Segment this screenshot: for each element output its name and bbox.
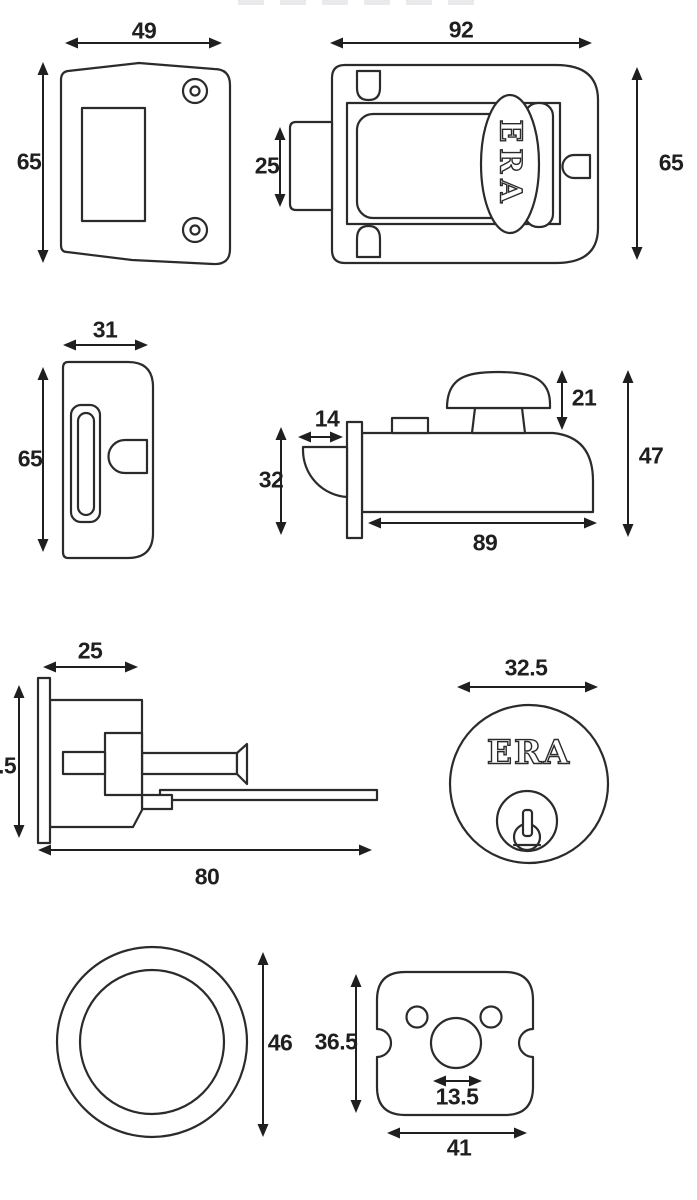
strike-opening bbox=[80, 106, 147, 223]
dimension-label-front-height: 32 bbox=[258, 466, 284, 493]
keep-side-drawing bbox=[61, 360, 155, 560]
dimension-arrow-icon bbox=[37, 367, 49, 380]
dimension-label-keepside-width: 31 bbox=[92, 316, 118, 343]
dimension-label-body-width: 92 bbox=[448, 16, 474, 43]
snib-slide bbox=[390, 416, 430, 435]
screw-hole-icon bbox=[405, 1005, 429, 1029]
dimension-arrow-icon bbox=[579, 37, 592, 49]
dimension-arrow-icon bbox=[330, 431, 343, 443]
dimension-label-cyl-height-cropped: .5 bbox=[0, 752, 17, 779]
dimension-arrow-icon bbox=[135, 339, 148, 351]
dimension-arrow-icon bbox=[13, 825, 25, 838]
latch-bolt bbox=[288, 120, 334, 212]
dimension-label-cyl-diameter: 32.5 bbox=[504, 654, 548, 681]
cylinder-face bbox=[448, 703, 610, 865]
dimension-label-keepside-height: 65 bbox=[17, 445, 43, 472]
dimension-arrow-icon bbox=[556, 370, 568, 383]
dimension-label-plate-hole: 13.5 bbox=[435, 1083, 479, 1110]
dimension-label-keep-height: 65 bbox=[16, 148, 42, 175]
faceplate bbox=[345, 420, 364, 540]
dimension-arrow-icon bbox=[631, 67, 643, 80]
dimension-arrow-icon bbox=[13, 685, 25, 698]
era-logo-text: ERA bbox=[493, 119, 528, 208]
dimension-arrow-icon bbox=[514, 1127, 527, 1139]
dimension-arrow-icon bbox=[257, 1124, 269, 1137]
screw-head-icon bbox=[235, 742, 249, 786]
lock-body-side-drawing bbox=[301, 370, 595, 540]
knob-stem bbox=[470, 406, 527, 435]
dimension-arrow-icon bbox=[622, 370, 634, 383]
dimension-arrow-icon bbox=[469, 1075, 482, 1087]
dimension-arrow-icon bbox=[622, 524, 634, 537]
dimension-arrow-icon bbox=[274, 127, 286, 140]
dimension-label-knob-height: 21 bbox=[571, 384, 597, 411]
era-logo-oval bbox=[479, 93, 541, 235]
snib-button-icon bbox=[561, 153, 592, 180]
dimension-arrow-icon bbox=[275, 427, 287, 440]
knob bbox=[445, 370, 552, 410]
dimension-arrow-icon bbox=[585, 681, 598, 693]
dimension-arrow-icon bbox=[125, 661, 138, 673]
dimension-arrow-icon bbox=[65, 37, 78, 49]
dimension-label-plate-height: 36.5 bbox=[314, 1028, 358, 1055]
dimension-arrow-icon bbox=[631, 247, 643, 260]
keep-slot bbox=[76, 411, 96, 517]
cropped-text-remnant bbox=[238, 0, 488, 5]
dimension-arrows bbox=[13, 37, 643, 1139]
screw-tab-icon bbox=[355, 69, 382, 102]
dimension-arrow-icon bbox=[387, 1127, 400, 1139]
screw-hole-icon bbox=[479, 1005, 503, 1029]
dimension-arrow-icon bbox=[209, 37, 222, 49]
mounting-plate-drawing bbox=[375, 970, 535, 1117]
dimension-label-cyl-body-depth: 25 bbox=[77, 637, 103, 664]
dimension-arrow-icon bbox=[37, 62, 49, 75]
dimension-label-ring-diameter: 46 bbox=[267, 1029, 293, 1056]
cylinder-tail-bar bbox=[158, 788, 379, 802]
dimension-label-plate-width: 41 bbox=[446, 1134, 472, 1161]
dimension-arrow-icon bbox=[350, 1100, 362, 1113]
latch-bolt bbox=[107, 438, 149, 475]
era-logo-text: ERA bbox=[487, 733, 571, 772]
dimension-arrow-icon bbox=[257, 952, 269, 965]
dimension-arrow-icon bbox=[457, 681, 470, 693]
dimension-arrow-icon bbox=[274, 194, 286, 207]
dimension-arrow-icon bbox=[350, 974, 362, 987]
dimension-arrow-icon bbox=[330, 37, 343, 49]
cylinder-hole bbox=[429, 1016, 483, 1070]
dimension-arrow-icon bbox=[433, 1075, 446, 1087]
dimension-arrow-icon bbox=[38, 844, 51, 856]
screw-tab-icon bbox=[355, 224, 382, 259]
dimension-label-bolt-height: 25 bbox=[254, 152, 280, 179]
lock-body-top-drawing: ERA bbox=[288, 63, 600, 265]
cylinder-face-drawing: ERA bbox=[448, 703, 610, 865]
connecting-screw bbox=[140, 751, 239, 776]
dimension-label-cyl-length: 80 bbox=[194, 863, 220, 890]
dimension-arrow-icon bbox=[37, 539, 49, 552]
dimension-arrow-icon bbox=[275, 522, 287, 535]
dimension-arrow-icon bbox=[43, 661, 56, 673]
latch-bolt bbox=[301, 445, 349, 499]
dimension-label-body-height: 65 bbox=[658, 149, 684, 176]
dimension-arrow-icon bbox=[359, 844, 372, 856]
cylinder-rose bbox=[36, 676, 52, 845]
dimension-label-overall-height: 47 bbox=[638, 442, 664, 469]
dimension-arrow-icon bbox=[37, 250, 49, 263]
dimension-arrow-icon bbox=[368, 517, 381, 529]
dimension-label-bolt-projection: 14 bbox=[314, 405, 340, 432]
dimension-arrow-icon bbox=[556, 417, 568, 430]
trim-ring-drawing bbox=[55, 945, 249, 1139]
keep-front-drawing bbox=[59, 61, 232, 266]
dimension-arrow-icon bbox=[298, 431, 311, 443]
dimension-arrow-icon bbox=[584, 517, 597, 529]
keyhole-icon bbox=[521, 808, 534, 838]
dimension-arrow-icon bbox=[63, 339, 76, 351]
dimension-label-keep-width: 49 bbox=[131, 17, 157, 44]
dimension-label-body-depth: 89 bbox=[472, 529, 498, 556]
cylinder-side-drawing bbox=[36, 676, 379, 845]
